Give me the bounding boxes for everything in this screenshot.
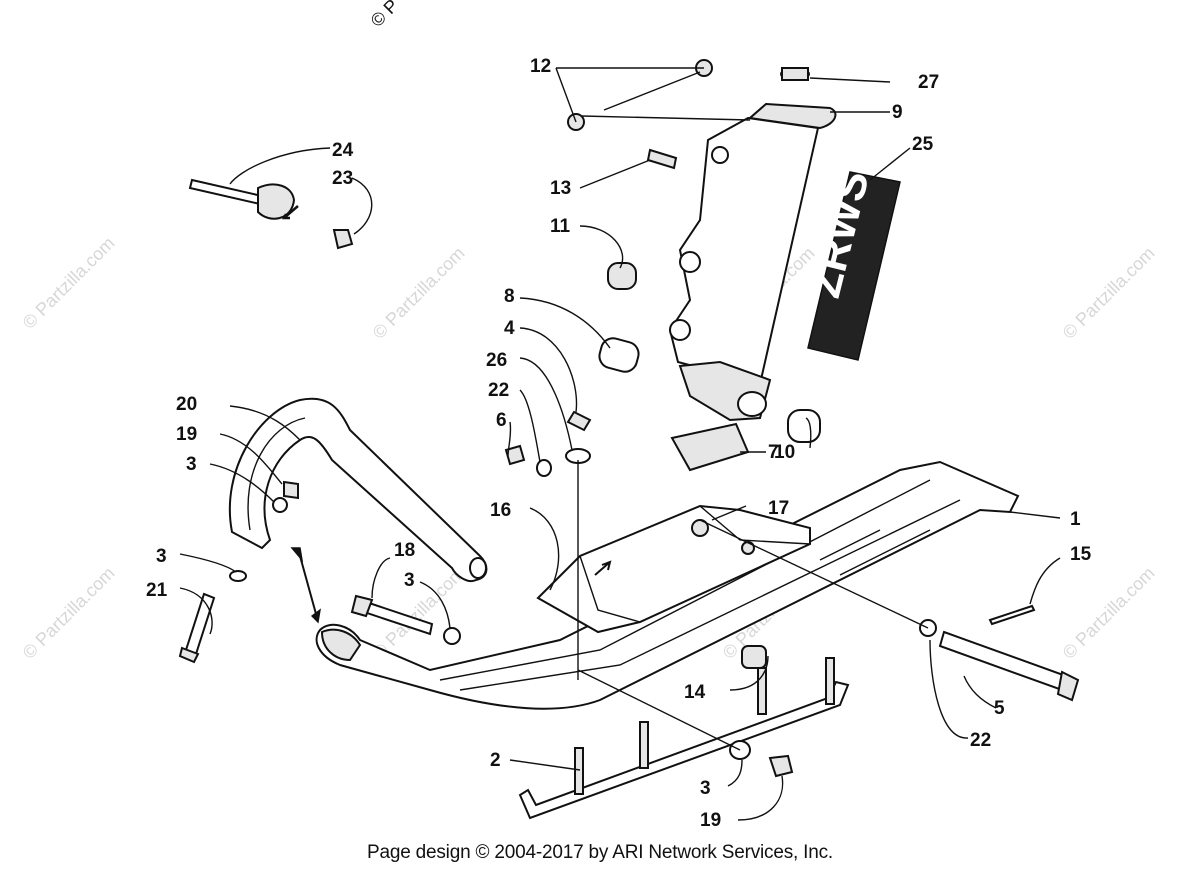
copyright-footer: Page design © 2004-2017 by ARI Network S…: [367, 842, 833, 863]
callout-22: 22: [488, 380, 509, 401]
callout-3: 3: [404, 570, 415, 591]
saddle: [536, 504, 811, 634]
callout-4: 4: [504, 318, 515, 339]
small-parts: [178, 59, 1080, 778]
callout-25: 25: [912, 134, 934, 155]
callout-3: 3: [156, 546, 167, 567]
callout-18: 18: [394, 540, 415, 561]
callout-26: 26: [486, 350, 507, 371]
callout-15: 15: [1070, 544, 1092, 565]
callout-14: 14: [684, 682, 706, 703]
watermark: © Partzilla.com: [1059, 243, 1159, 343]
callout-12: 12: [530, 56, 551, 77]
ski: [315, 460, 1020, 710]
callout-1: 1: [1070, 509, 1081, 530]
decal: ZRWS: [800, 166, 901, 361]
watermark: © Partzilla.com: [369, 243, 469, 343]
callout-23: 23: [332, 168, 353, 189]
watermark: © Partzilla.com: [1059, 563, 1159, 663]
callout-11: 11: [550, 216, 571, 237]
callout-21: 21: [146, 580, 168, 601]
leader-lines: [179, 67, 1061, 821]
watermark: © Partzilla.com: [19, 563, 119, 663]
spindle: [668, 67, 837, 422]
callout-22: 22: [970, 730, 991, 751]
callout-13: 13: [550, 178, 571, 199]
callout-7: 7: [768, 442, 779, 463]
callout-3: 3: [186, 454, 197, 475]
callout-16: 16: [490, 500, 511, 521]
callout-10: 10: [774, 442, 795, 463]
watermark-corner: © P: [367, 0, 403, 31]
callout-3: 3: [700, 778, 711, 799]
callout-19: 19: [176, 424, 197, 445]
callout-19: 19: [700, 810, 721, 831]
callout-2: 2: [490, 750, 501, 771]
callout-24: 24: [332, 140, 354, 161]
watermark: © Partzilla.com: [19, 233, 119, 333]
callout-6: 6: [496, 410, 507, 431]
callout-9: 9: [892, 102, 903, 123]
callout-5: 5: [994, 698, 1005, 719]
callout-17: 17: [768, 498, 789, 519]
ski-loop: [228, 397, 488, 582]
callout-8: 8: [504, 286, 515, 307]
callout-27: 27: [918, 72, 939, 93]
callout-20: 20: [176, 394, 197, 415]
callouts: 1 2 3 3 3 3 4 5 6 7 8 9 10 11 12 13 14 1…: [146, 56, 1092, 831]
